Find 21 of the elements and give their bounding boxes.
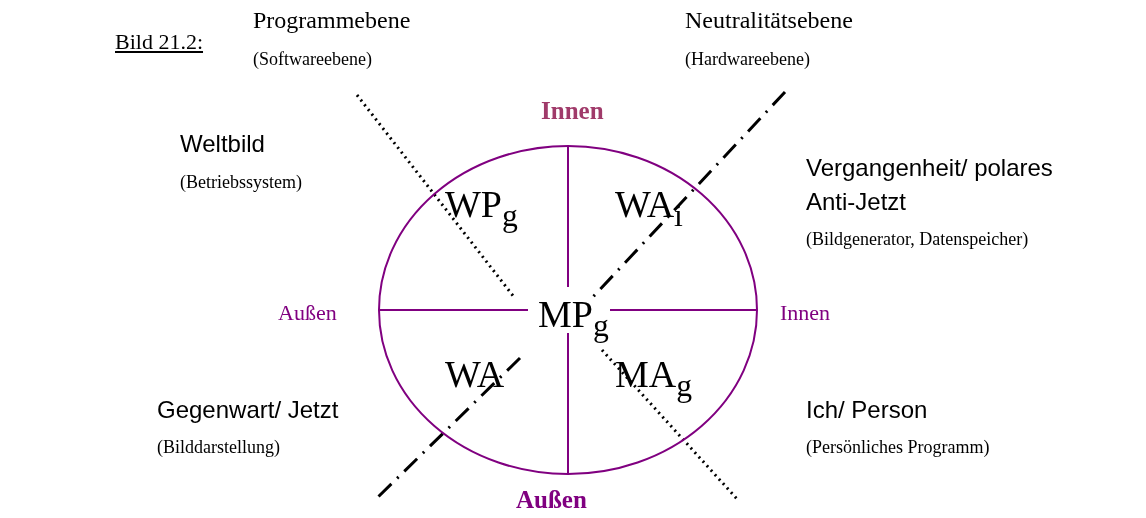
quadrant-symbol: MA$_{g}$ bbox=[615, 355, 693, 402]
direction-label: Innen bbox=[541, 97, 604, 126]
direction-label: Außen bbox=[516, 486, 587, 515]
quadrant-title: Ich/ Person bbox=[806, 396, 928, 424]
quadrant-title: Vergangenheit/ polares Anti-Jetzt bbox=[806, 153, 1054, 217]
level-note: (Hardwareebene) bbox=[685, 49, 810, 70]
level-title: Programmebene bbox=[253, 7, 411, 35]
direction-label: Innen bbox=[780, 300, 831, 326]
quadrant-symbol: WA bbox=[445, 355, 505, 393]
quadrant-symbol: WP$_{g}$ bbox=[445, 185, 518, 232]
quadrant-symbol: MP$_{g}$ bbox=[538, 295, 609, 342]
direction-label: Außen bbox=[278, 300, 337, 326]
level-title: Neutralitätsebene bbox=[685, 7, 853, 35]
quadrant-title: Weltbild bbox=[180, 130, 265, 158]
quadrant-note: (Betriebssystem) bbox=[180, 172, 302, 193]
level-note: (Softwareebene) bbox=[253, 49, 372, 70]
figure-number: Bild 21.2: bbox=[115, 29, 203, 55]
quadrant-note: (Persönliches Programm) bbox=[806, 437, 990, 458]
quadrant-title: Gegenwart/ Jetzt bbox=[157, 396, 339, 424]
quadrant-note: (Bildgenerator, Datenspeicher) bbox=[806, 229, 1029, 250]
quadrant-note: (Bilddarstellung) bbox=[157, 437, 280, 458]
